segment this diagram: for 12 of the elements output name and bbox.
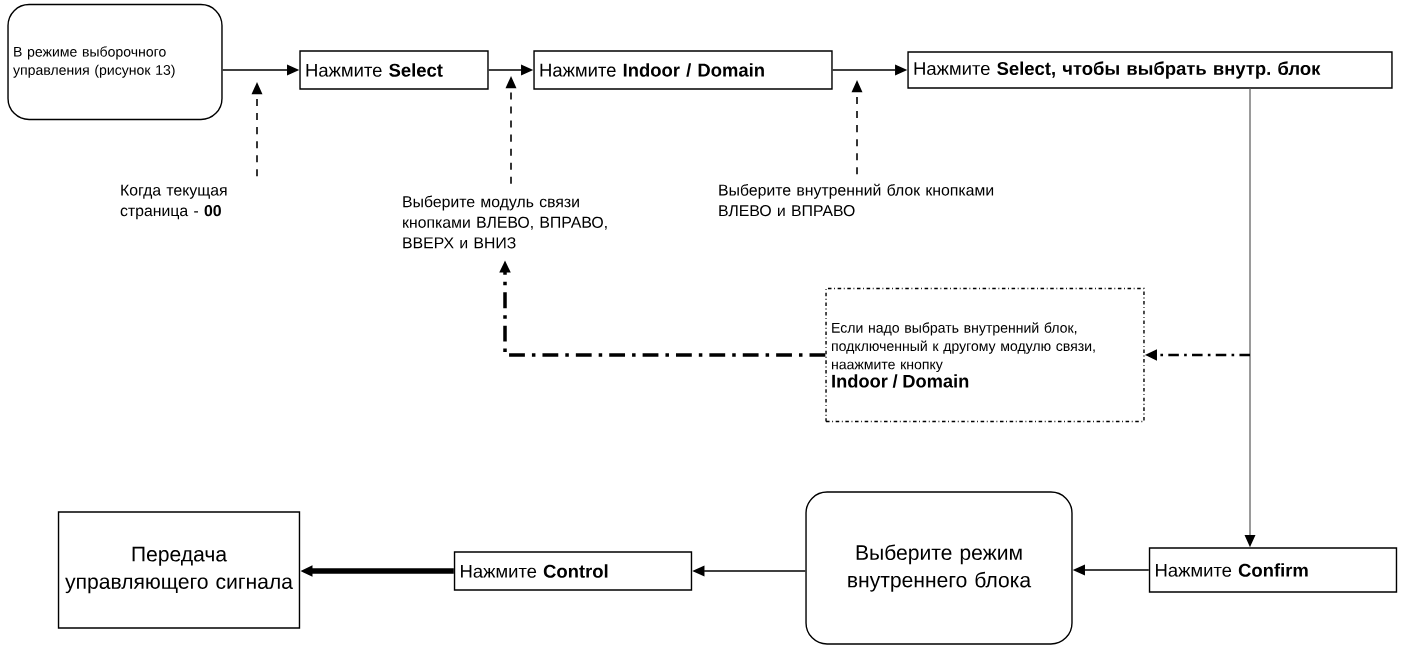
- note-box: Если надо выбрать внутренний блок, подключенный к другому модулю связи, наажмите кнопку Indoor / Domain: [825, 287, 1145, 423]
- process-box: Передача управляющего сигнала: [57, 511, 301, 629]
- note-text: Когда текущая страница - 00: [120, 184, 227, 220]
- process-box: Нажмите Indoor / Domain: [533, 50, 833, 90]
- process-box: Нажмите Control: [453, 551, 693, 591]
- note-text: Выберите внутренний блок кнопками ВЛЕВО и ВПРАВО: [719, 183, 994, 217]
- process-box: Нажмите Select, чтобы выбрать внутр. блок: [907, 51, 1393, 89]
- process-box: Нажмите Select: [299, 50, 489, 90]
- note-text: Выберите модуль связи кнопками ВЛЕВО, ВПРАВО, ВВЕРХ и ВНИЗ: [403, 195, 607, 249]
- rounded-box: Выберите режим внутреннего блока: [805, 491, 1073, 645]
- process-box: Нажмите Confirm: [1148, 547, 1398, 593]
- rounded-box: В режиме выборочного управления (рисунок 13): [7, 3, 223, 121]
